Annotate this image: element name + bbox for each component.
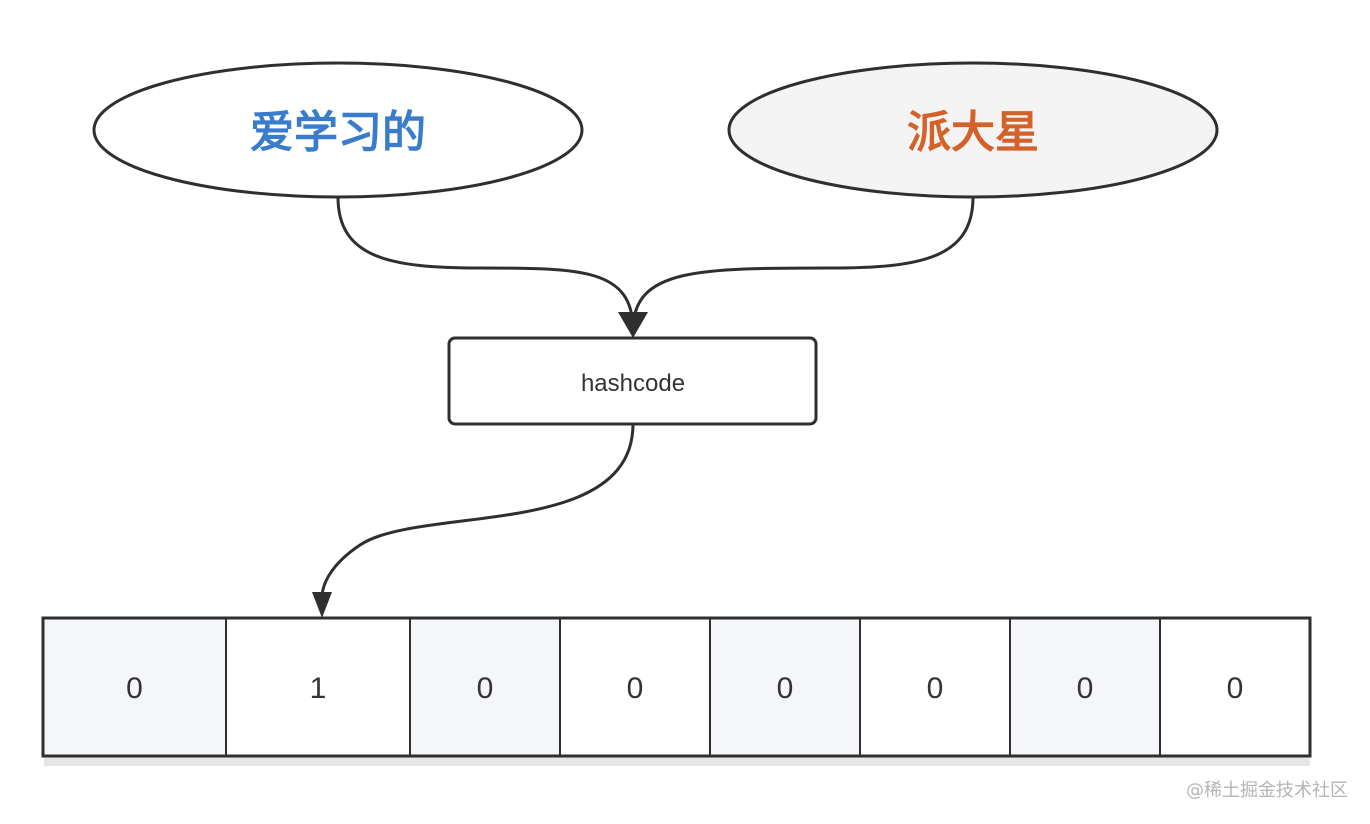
arrowhead-to-bit xyxy=(312,592,332,618)
hash-label: hashcode xyxy=(581,370,685,397)
bit-array: 0 1 0 0 0 0 0 0 xyxy=(41,616,1312,758)
bit-value: 0 xyxy=(477,672,494,705)
bit-value: 0 xyxy=(627,672,644,705)
hash-node: hashcode xyxy=(447,336,818,426)
bit-value: 0 xyxy=(1077,672,1094,705)
watermark: @稀土掘金技术社区 xyxy=(1186,780,1348,801)
input-node-right: 派大星 xyxy=(727,61,1219,199)
connector-left-to-hash xyxy=(336,196,635,331)
bit-value: 0 xyxy=(777,672,794,705)
bit-value: 0 xyxy=(1227,672,1244,705)
arrowhead-to-hash xyxy=(618,312,648,338)
bit-array-frame xyxy=(41,616,1312,758)
input-label-left: 爱学习的 xyxy=(250,107,426,158)
bit-cell xyxy=(859,617,1011,757)
bit-cell xyxy=(1159,617,1311,757)
bit-value: 0 xyxy=(927,672,944,705)
input-label-right: 派大星 xyxy=(907,107,1039,158)
connector-hash-to-bit xyxy=(320,423,635,599)
input-node-left: 爱学习的 xyxy=(92,61,584,199)
bit-array-shadow xyxy=(44,756,1310,766)
bit-value: 1 xyxy=(310,672,327,705)
connector-right-to-hash xyxy=(631,196,975,331)
bit-value: 0 xyxy=(126,672,143,705)
